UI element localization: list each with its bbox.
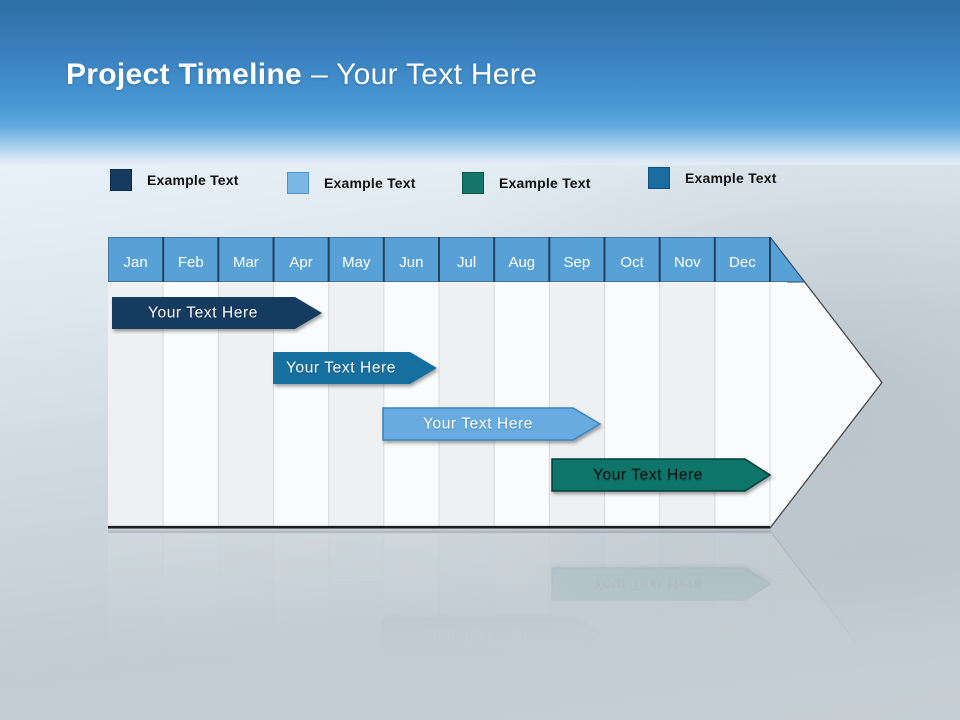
timeline-arrow-outline	[108, 530, 883, 720]
month-label: Jul	[457, 254, 476, 271]
task-bar-shape	[382, 618, 602, 652]
legend-item: Example Text	[110, 169, 239, 191]
task-bar-label: Your Text Here	[423, 627, 533, 644]
task-bar-shape	[551, 458, 772, 492]
legend-swatch-teal	[462, 172, 484, 194]
timeline-arrow-chart: Jan Feb Mar Apr May Jun Jul Aug Sep Oct …	[108, 237, 883, 529]
task-bar-teal: Your Text Here	[551, 567, 772, 601]
month-label: Mar	[233, 254, 259, 271]
month-label: Jan	[124, 254, 148, 271]
task-bar-shape	[273, 675, 437, 707]
month-label: Aug	[508, 254, 535, 271]
month-label: Apr	[289, 254, 312, 271]
task-bar-light-blue: Your Text Here	[382, 618, 602, 652]
month-header-separators	[162, 237, 771, 282]
legend-label: Example Text	[685, 170, 777, 186]
task-bar-light-blue: Your Text Here	[382, 407, 602, 441]
task-bar-label: Your Text Here	[286, 360, 396, 377]
slide-title: Project Timeline – Your Text Here	[66, 58, 537, 92]
legend-swatch-lightblue	[287, 172, 309, 194]
task-bar-navy: Your Text Here	[112, 297, 322, 329]
month-label: Oct	[620, 254, 644, 271]
slide-title-primary: Project Timeline	[66, 58, 302, 91]
legend-label: Example Text	[324, 175, 416, 191]
legend-label: Example Text	[147, 172, 239, 188]
task-bar-label: Your Text Here	[593, 467, 703, 484]
month-label: Jun	[399, 254, 423, 271]
task-bar-shape	[382, 407, 602, 441]
title-band-background	[0, 0, 960, 165]
task-bar-steel-blue: Your Text Here	[273, 352, 437, 384]
month-label: Nov	[674, 254, 701, 271]
month-label: Dec	[729, 254, 756, 271]
legend-item: Example Text	[648, 167, 777, 189]
task-bar-label: Your Text Here	[148, 305, 258, 322]
task-bar-label: Your Text Here	[423, 416, 533, 433]
legend-swatch-navy	[110, 169, 132, 191]
task-bar-shape	[273, 352, 437, 384]
task-bar-shape	[551, 567, 772, 601]
month-label: Sep	[564, 254, 591, 271]
task-bar-label: Your Text Here	[593, 576, 703, 593]
month-label: Feb	[178, 254, 204, 271]
legend-swatch-blue	[648, 167, 670, 189]
slide-title-secondary: – Your Text Here	[311, 58, 538, 91]
timeline-reflection: Jan Feb Mar Apr May Jun Jul Aug Sep Oct …	[108, 530, 883, 720]
legend-item: Example Text	[287, 172, 416, 194]
task-bar-teal: Your Text Here	[551, 458, 772, 492]
task-bar-shape	[112, 297, 322, 329]
legend-item: Example Text	[462, 172, 591, 194]
legend-label: Example Text	[499, 175, 591, 191]
month-labels: Jan Feb Mar Apr May Jun Jul Aug Sep Oct …	[124, 254, 757, 271]
month-label: May	[342, 254, 371, 271]
task-bar-steel-blue: Your Text Here	[273, 675, 437, 707]
task-bar-label: Your Text Here	[286, 683, 396, 700]
month-header-band	[108, 237, 806, 283]
